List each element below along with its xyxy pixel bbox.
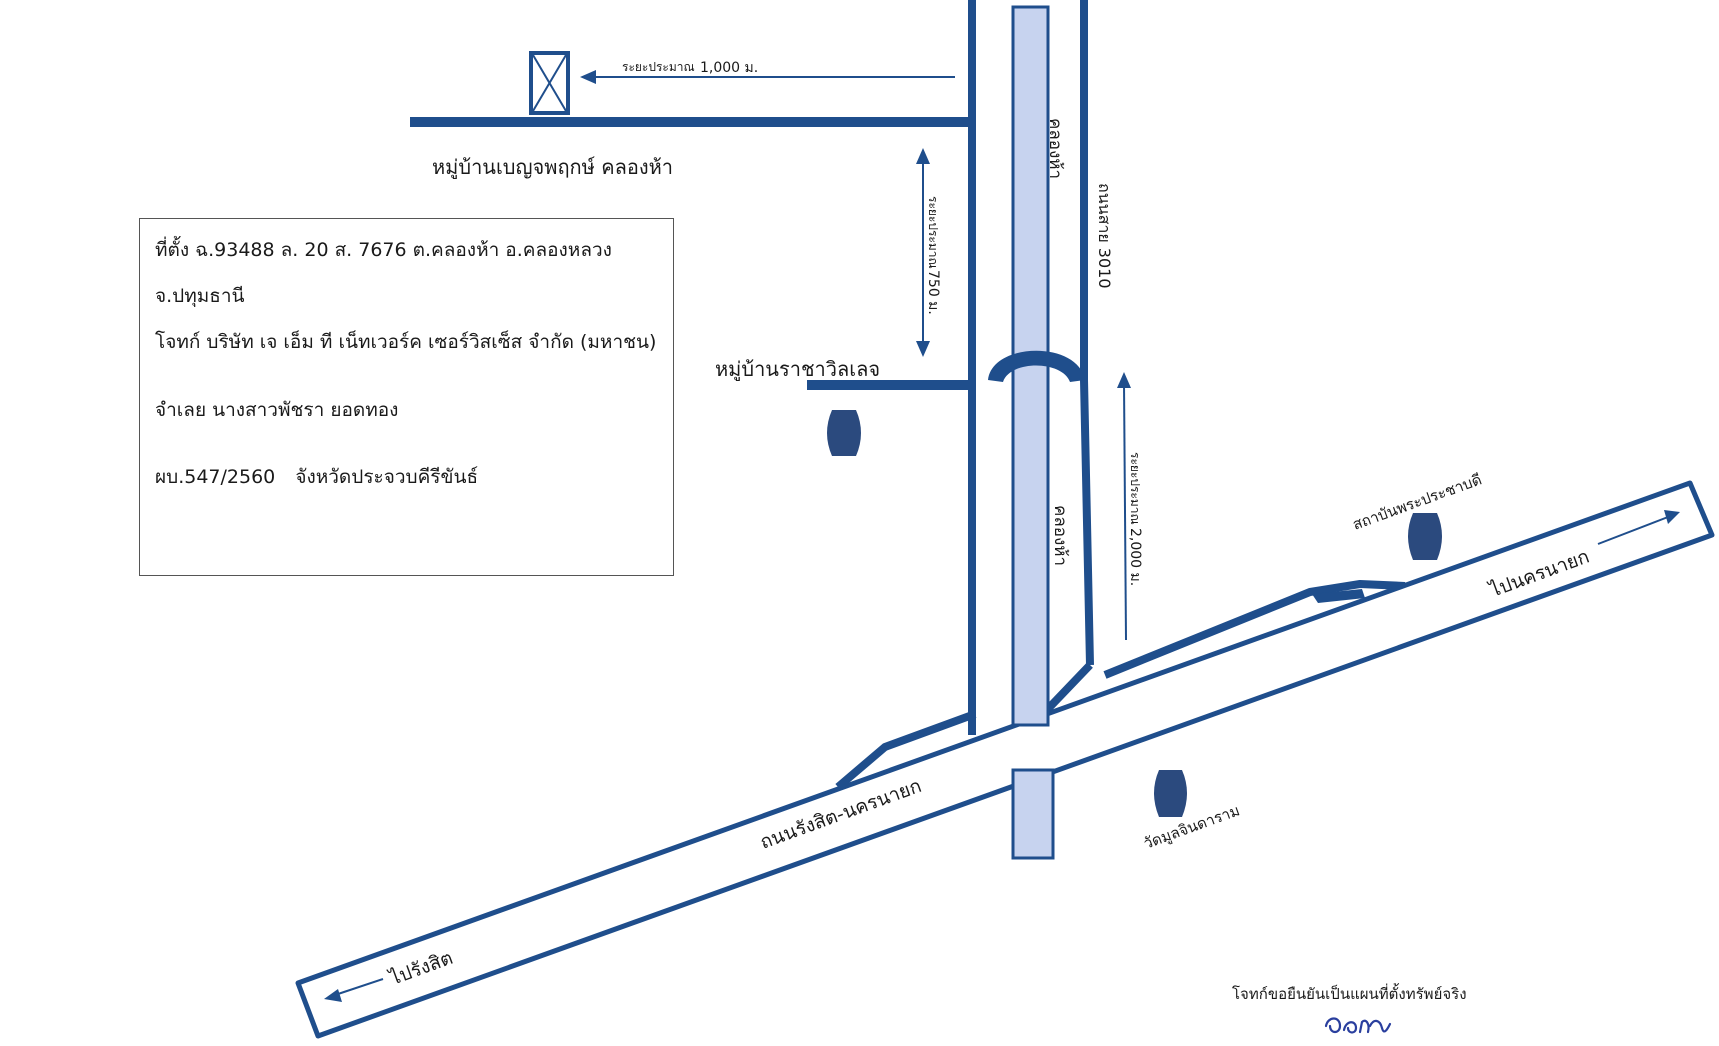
dist-2000-prefix: ระยะประมาณ — [1128, 452, 1142, 525]
signature-mark — [1324, 1017, 1392, 1034]
property-marker-icon — [529, 51, 570, 115]
info-case-province: จังหวัดประจวบคีรีขันธ์ — [295, 466, 479, 488]
main-road — [295, 480, 1715, 1039]
village-raja-label: หมู่บ้านราชาวิลเลจ — [715, 357, 880, 382]
certify-note: โจทก์ขอยืนยันเป็นแผนที่ตั้งทรัพย์จริง — [1232, 985, 1467, 1003]
dist-750-value: 750 ม. — [925, 270, 941, 315]
institute-marker-icon — [1408, 513, 1442, 560]
info-case-row: ผบ.547/2560 จังหวัดประจวบคีรีขันธ์ — [155, 462, 478, 492]
road-3010-label: ถนนสาย 3010 — [1095, 183, 1114, 289]
info-location: ที่ตั้ง ฉ.93488 ล. 20 ส. 7676 ต.คลองห้า … — [155, 239, 612, 261]
distance-arrows — [324, 70, 1680, 1002]
info-plaintiff: โจทก์ บริษัท เจ เอ็ม ที เน็ทเวอร์ค เซอร์… — [155, 331, 657, 353]
khlong-ha-canal-lower — [1011, 768, 1055, 860]
info-defendant: จำเลย นางสาวพัชรา ยอดทอง — [155, 399, 399, 421]
village-benjapruek-label: หมู่บ้านเบญจพฤกษ์ คลองห้า — [432, 155, 673, 180]
landmark-marker-icon — [827, 410, 861, 456]
canal-label-lower: คลองห้า — [1050, 505, 1070, 566]
bridge-icon — [988, 350, 1085, 382]
dist-750-prefix: ระยะประมาณ — [926, 196, 940, 269]
info-province: จ.ปทุมธานี — [155, 285, 245, 307]
temple-marker-icon — [1154, 770, 1187, 817]
connector-roads — [835, 580, 1406, 791]
dist-1000-prefix: ระยะประมาณ — [622, 60, 695, 74]
dist-1000-value: 1,000 ม. — [700, 60, 758, 76]
village-raja-road — [807, 380, 970, 390]
info-case-number: ผบ.547/2560 — [155, 466, 276, 488]
village-benjapruek-road — [410, 117, 970, 127]
dist-2000-value: 2,000 ม. — [1127, 528, 1143, 586]
connector-road-fill — [1312, 589, 1365, 603]
canal-label-upper: คลองห้า — [1045, 118, 1065, 179]
case-info-box: ที่ตั้ง ฉ.93488 ล. 20 ส. 7676 ต.คลองห้า … — [139, 218, 674, 576]
